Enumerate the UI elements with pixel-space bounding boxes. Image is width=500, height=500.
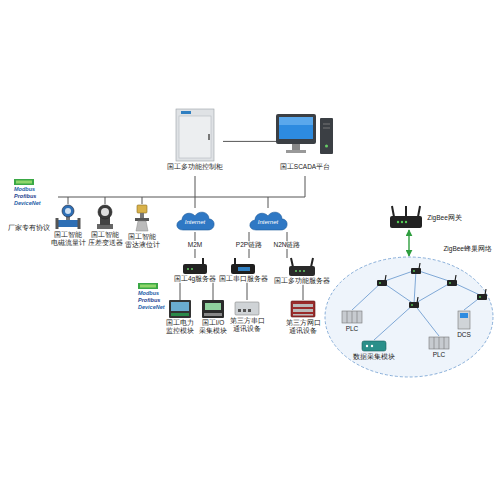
internet-cloud: Internet xyxy=(173,208,217,232)
device-label: 数据采集模块 xyxy=(352,353,396,361)
device-label: ZigBee网关 xyxy=(427,214,462,222)
plc-icon xyxy=(341,310,363,324)
protocol-logo: Modbus xyxy=(138,290,159,296)
mesh-link xyxy=(352,282,382,310)
network-device: 第三方网口 通讯设备 xyxy=(285,300,322,335)
device-label: DCS xyxy=(456,331,472,339)
mesh-router xyxy=(477,289,487,300)
serial-device: 第三方串口 通讯设备 xyxy=(229,300,266,333)
pressure-transmitter: 国工智能 压差变送器 xyxy=(87,204,124,247)
connector xyxy=(180,283,181,300)
flow-meter-icon xyxy=(55,204,81,230)
bus-drop xyxy=(305,176,306,197)
bus-drop xyxy=(105,197,106,204)
bus-drop xyxy=(142,197,143,204)
device-label: 国工智能 电磁流量计 xyxy=(50,231,87,247)
device-label: PLC xyxy=(428,351,450,359)
mesh-router xyxy=(409,297,419,308)
cloud-label: Internet xyxy=(246,208,290,226)
network-device-icon xyxy=(290,300,316,318)
device-label: 国工多功能控制柜 xyxy=(167,163,223,171)
dcs-icon xyxy=(457,310,471,330)
serial-server: 国工串口服务器 xyxy=(219,258,268,283)
connector xyxy=(303,285,304,300)
protocol-logo xyxy=(14,179,34,185)
protocol-logo: Profibus xyxy=(14,193,36,199)
io-module: 国工I/O 采集模块 xyxy=(198,300,228,335)
device-label: 第三方网口 通讯设备 xyxy=(285,319,322,335)
radar-level-meter: 国工智能 雷达液位计 xyxy=(124,204,161,249)
device-label: 国工SCADA平台 xyxy=(276,163,334,171)
mesh-link xyxy=(382,270,416,282)
4g-server-icon xyxy=(181,258,209,274)
serial-server-icon xyxy=(229,258,257,274)
mesh-link xyxy=(414,270,416,304)
protocol-logo xyxy=(140,285,156,288)
plc-icon xyxy=(428,336,450,350)
scada-computer-icon xyxy=(276,112,334,162)
bus-drop xyxy=(68,197,69,204)
control-cabinet: 国工多功能控制柜 xyxy=(167,108,223,171)
zigbee-network: PLCDCS数据采集模块PLCZigBee蜂巢网络 xyxy=(324,256,494,378)
connector xyxy=(213,283,214,300)
io-module-icon xyxy=(202,300,224,318)
mesh-router xyxy=(447,275,457,286)
device-label: 第三方串口 通讯设备 xyxy=(229,317,266,333)
control-cabinet-icon xyxy=(175,108,215,162)
device-label: 国工4g服务器 xyxy=(174,275,216,283)
device-label: 国工电力 监控模块 xyxy=(165,319,195,335)
data-module: 数据采集模块 xyxy=(352,340,396,361)
cloud-label: Internet xyxy=(173,208,217,226)
bus-drop xyxy=(195,176,196,208)
radar-level-meter-icon xyxy=(132,204,152,232)
mesh-link xyxy=(416,270,452,282)
serial-device-icon xyxy=(234,300,260,316)
device-label: 国工I/O 采集模块 xyxy=(198,319,228,335)
4g-server: 国工4g服务器 xyxy=(174,258,216,283)
protocol-logo: Profibus xyxy=(138,297,160,303)
device-label: 国工多功能服务器 xyxy=(274,277,330,285)
protocol-logo xyxy=(16,181,32,184)
protocol-logo: DeviceNet xyxy=(14,200,41,206)
dcs: DCS xyxy=(456,310,472,339)
zigbee-gateway-icon xyxy=(388,206,424,230)
link-label: P2P链路 xyxy=(235,241,263,249)
power-monitor-module: 国工电力 监控模块 xyxy=(165,300,195,335)
plc: PLC xyxy=(341,310,363,333)
multi-server: 国工多功能服务器 xyxy=(274,258,330,285)
data-module-icon xyxy=(361,340,387,352)
mesh-link xyxy=(374,304,414,340)
device-label: 国工智能 雷达液位计 xyxy=(124,233,161,249)
device-label: PLC xyxy=(341,325,363,333)
protocol-note: 厂家专有协议 xyxy=(8,224,50,231)
link-label: M2M xyxy=(187,241,203,249)
plc: PLC xyxy=(428,336,450,359)
power-monitor-module-icon xyxy=(169,300,191,318)
mesh-router xyxy=(377,275,387,286)
flow-meter: 国工智能 电磁流量计 xyxy=(50,204,87,247)
scada-computer: 国工SCADA平台 xyxy=(276,112,334,171)
device-label: 国工串口服务器 xyxy=(219,275,268,283)
link-label: N2N链路 xyxy=(272,241,301,249)
multi-server-icon xyxy=(287,258,317,276)
internet-cloud: Internet xyxy=(246,208,290,232)
connector xyxy=(223,141,276,142)
connector xyxy=(247,283,248,300)
connector xyxy=(408,230,409,256)
bus-drop xyxy=(268,197,269,208)
network-title: ZigBee蜂巢网络 xyxy=(443,245,492,253)
mesh-link xyxy=(414,282,452,304)
zigbee-gateway: ZigBee网关 xyxy=(388,206,462,230)
device-label: 国工智能 压差变送器 xyxy=(87,231,124,247)
protocol-logo: DeviceNet xyxy=(138,304,165,310)
pressure-transmitter-icon xyxy=(93,204,117,230)
protocol-logo xyxy=(138,283,158,289)
mesh-router xyxy=(411,263,421,274)
protocol-logo: Modbus xyxy=(14,186,35,192)
mesh-link xyxy=(414,304,439,336)
